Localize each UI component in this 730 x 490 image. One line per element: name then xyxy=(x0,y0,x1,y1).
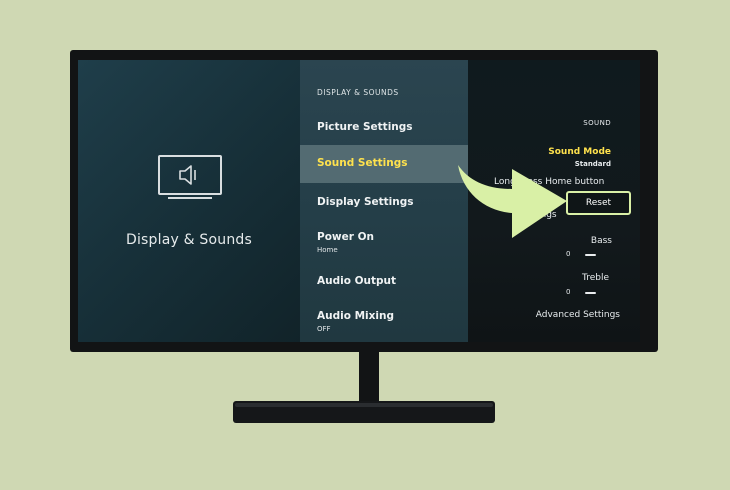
menu-item-sound-settings[interactable]: Sound Settings xyxy=(300,145,468,183)
treble-slider[interactable] xyxy=(585,292,596,294)
menu-item-audio-mixing[interactable]: Audio Mixing OFF xyxy=(300,300,468,338)
menu-item-label: Picture Settings xyxy=(317,121,413,133)
reset-button[interactable]: Reset xyxy=(566,191,631,215)
advanced-settings-link[interactable]: Advanced Settings xyxy=(535,310,620,320)
treble-value: 0 xyxy=(566,288,571,296)
bass-slider[interactable] xyxy=(585,254,596,256)
menu-item-display-settings[interactable]: Display Settings xyxy=(300,183,468,221)
pointer-arrow-icon xyxy=(458,165,567,238)
tv-icon-stand xyxy=(168,197,212,199)
menu-header: DISPLAY & SOUNDS xyxy=(317,88,399,97)
menu-item-value: OFF xyxy=(317,325,331,333)
category-panel: Display & Sounds xyxy=(78,60,300,342)
tv-speaker-icon xyxy=(158,155,222,195)
menu-item-label: Audio Mixing xyxy=(317,310,394,322)
sound-mode-value: Standard xyxy=(574,160,611,168)
menu-item-audio-output[interactable]: Audio Output xyxy=(300,263,468,301)
treble-label: Treble xyxy=(582,273,609,283)
menu-item-picture-settings[interactable]: Picture Settings xyxy=(300,108,468,146)
menu-item-label: Power On xyxy=(317,231,374,243)
category-title: Display & Sounds xyxy=(125,232,252,248)
settings-menu: DISPLAY & SOUNDS Picture Settings Sound … xyxy=(300,60,468,342)
bass-label: Bass xyxy=(590,236,612,246)
overlay-text-line1: Long Press Home button xyxy=(494,177,605,187)
menu-item-label: Sound Settings xyxy=(317,157,408,169)
overlay-text-line3: ings xyxy=(538,210,557,220)
menu-item-power-on[interactable]: Power On Home xyxy=(300,221,468,259)
menu-item-label: Display Settings xyxy=(317,196,414,208)
monitor-base-highlight xyxy=(235,403,493,407)
menu-item-label: Audio Output xyxy=(317,275,397,287)
sound-header: SOUND xyxy=(583,119,611,127)
sound-mode-label[interactable]: Sound Mode xyxy=(548,147,611,157)
menu-item-value: Home xyxy=(317,246,338,254)
monitor-neck xyxy=(359,352,379,402)
bass-value: 0 xyxy=(566,250,571,258)
